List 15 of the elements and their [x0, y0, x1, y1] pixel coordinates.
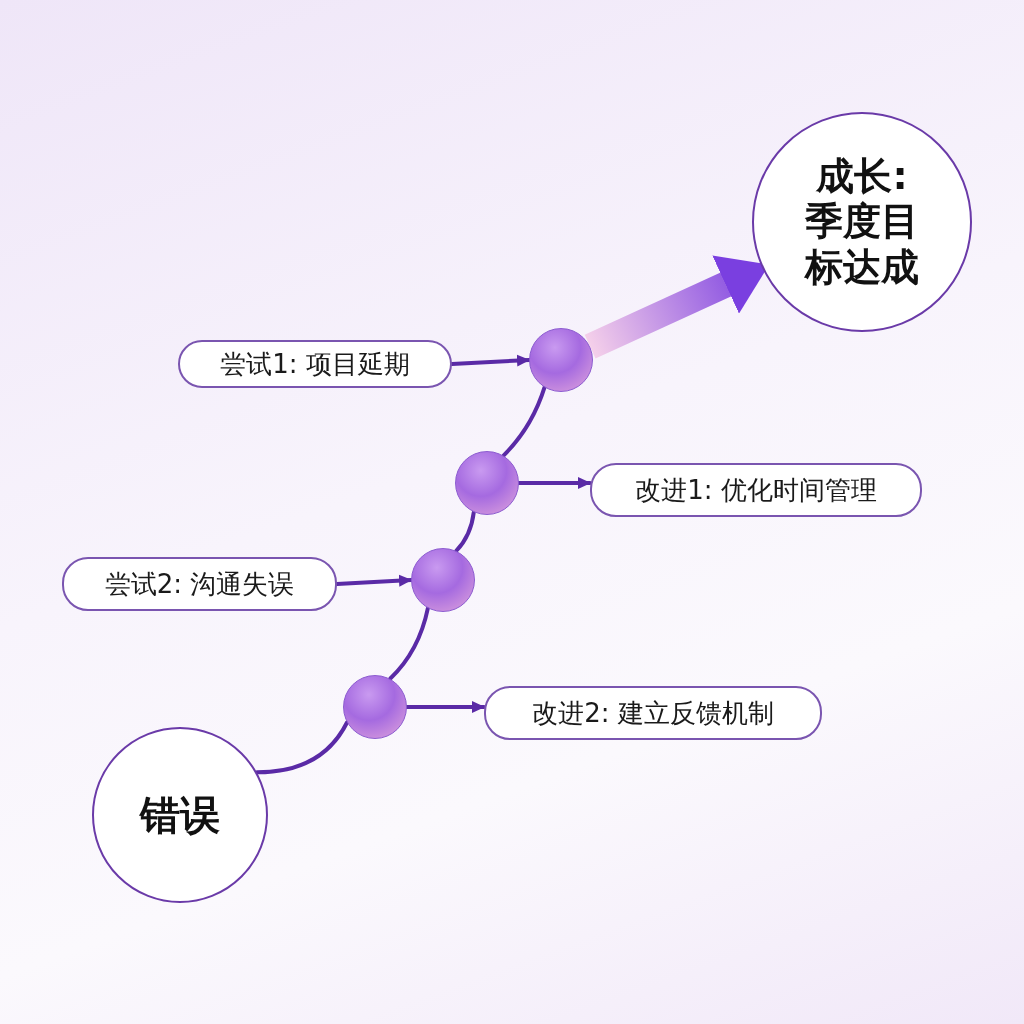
node-text: 错误 [140, 791, 220, 839]
step-label: 改进2: 建立反馈机制 [484, 686, 822, 740]
step-label: 尝试1: 项目延期 [178, 340, 452, 388]
curve-line [501, 385, 547, 458]
curve-line [388, 606, 430, 681]
step-label: 尝试2: 沟通失误 [62, 557, 337, 611]
arrow [517, 477, 592, 489]
milestone-dot [529, 328, 593, 392]
curve-line [255, 720, 349, 775]
arrow [335, 574, 413, 587]
step-label: 改进1: 优化时间管理 [590, 463, 922, 517]
arrow [405, 701, 486, 713]
node-text: 成长:季度目标达成 [805, 153, 919, 291]
curve-line [454, 510, 476, 553]
arrow [450, 354, 531, 367]
